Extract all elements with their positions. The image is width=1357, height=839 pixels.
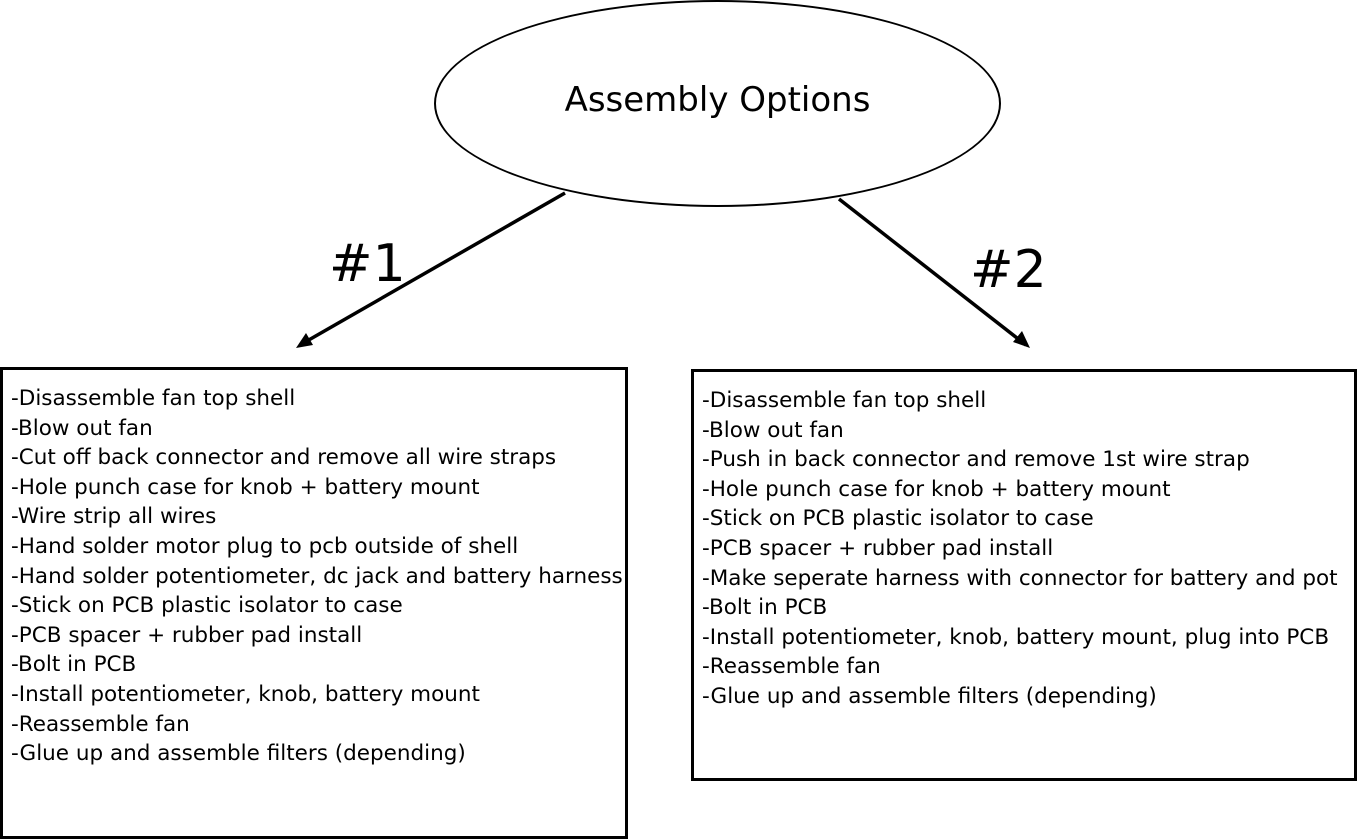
step-item: -Glue up and assemble filters (depending… [11, 741, 466, 767]
step-item: -Blow out fan [702, 417, 844, 443]
step-item: -Disassemble fan top shell [702, 388, 987, 413]
step-item: -Hand solder potentiometer, dc jack and … [11, 563, 623, 589]
step-item: -Hand solder motor plug to pcb outside o… [11, 533, 519, 559]
step-item: -PCB spacer + rubber pad install [11, 622, 363, 648]
option-1-step-list: -Disassemble fan top shell -Blow out fan… [11, 384, 623, 769]
step-item: -Bolt in PCB [11, 652, 137, 678]
root-node: Assembly Options [434, 0, 1001, 207]
option-2-label: #2 [970, 240, 1047, 300]
step-item: -Stick on PCB plastic isolator to case [702, 506, 1094, 532]
step-item: -Wire strip all wires [11, 504, 217, 530]
step-item: -Install potentiometer, knob, battery mo… [702, 624, 1330, 650]
step-item: -Make seperate harness with connector fo… [702, 565, 1338, 591]
option-2-step-list: -Disassemble fan top shell -Blow out fan… [702, 386, 1338, 712]
step-item: -PCB spacer + rubber pad install [702, 535, 1054, 561]
option-1-label: #1 [329, 234, 406, 294]
step-item: -Hole punch case for knob + battery moun… [11, 474, 480, 500]
step-item: -Hole punch case for knob + battery moun… [702, 476, 1171, 502]
step-item: -Blow out fan [11, 415, 153, 441]
option-2-box: -Disassemble fan top shell -Blow out fan… [691, 369, 1357, 781]
step-item: -Push in back connector and remove 1st w… [702, 447, 1250, 473]
step-item: -Reassemble fan [702, 654, 881, 680]
arrow-to-option-2 [837, 197, 1030, 348]
step-item: -Reassemble fan [11, 711, 190, 737]
step-item: -Bolt in PCB [702, 595, 828, 621]
root-label: Assembly Options [564, 79, 871, 120]
arrow-to-option-1 [296, 191, 566, 348]
step-item: -Stick on PCB plastic isolator to case [11, 593, 403, 619]
option-1-box: -Disassemble fan top shell -Blow out fan… [0, 367, 628, 839]
step-item: -Glue up and assemble filters (depending… [702, 683, 1157, 709]
step-item: -Disassemble fan top shell [11, 386, 296, 411]
step-item: -Cut off back connector and remove all w… [11, 445, 557, 471]
step-item: -Install potentiometer, knob, battery mo… [11, 681, 480, 707]
